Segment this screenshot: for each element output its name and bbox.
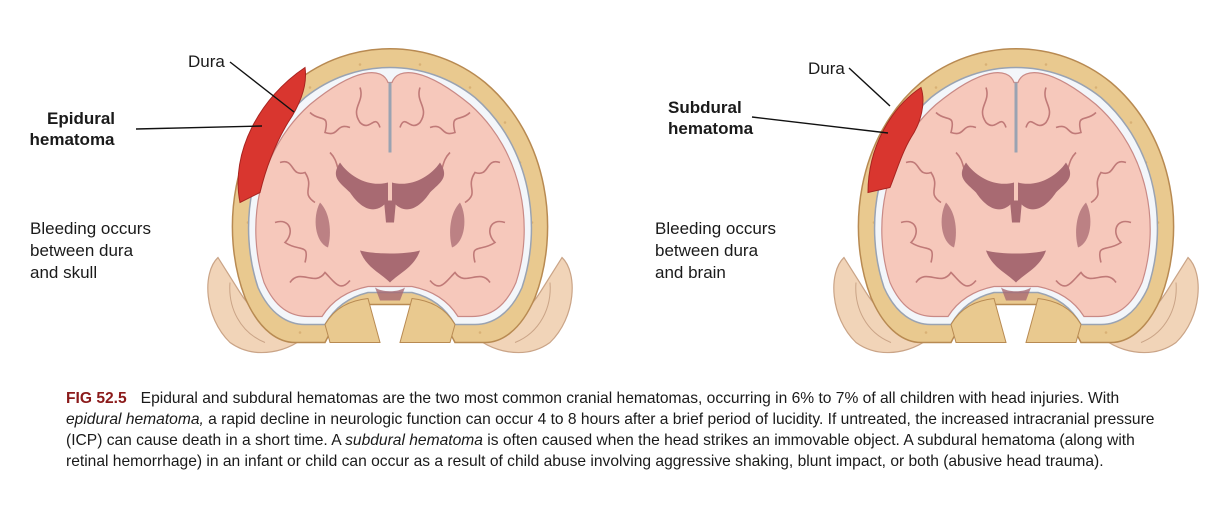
left-desc-line3: and skull	[30, 263, 98, 282]
right-dura-label: Dura	[808, 59, 845, 78]
subdural-hematoma-label: Subdural hematoma	[668, 97, 753, 139]
caption-text-2: a rapid decline in neurologic function c…	[66, 411, 1155, 449]
caption-emphasis-subdural: subdural hematoma	[345, 432, 483, 449]
subdural-brain-illustration	[826, 40, 1206, 365]
subdural-hematoma-region	[867, 86, 924, 194]
caption-text-1: Epidural and subdural hematomas are the …	[140, 390, 1120, 407]
epidural-brain-illustration	[200, 40, 580, 365]
figure-caption: FIG 52.5 Epidural and subdural hematomas …	[66, 388, 1176, 472]
caption-emphasis-epidural: epidural hematoma,	[66, 411, 204, 428]
right-desc-line1: Bleeding occurs	[655, 219, 776, 238]
epidural-hematoma-label: Epidural hematoma	[29, 108, 116, 150]
subdural-label-line2: hematoma	[668, 119, 754, 138]
right-desc-line3: and brain	[655, 263, 726, 282]
caption-text-3: is often caused when the head strikes an…	[66, 432, 1135, 470]
left-dura-label: Dura	[188, 52, 225, 71]
left-desc-line2: between dura	[30, 241, 134, 260]
left-description: Bleeding occurs between dura and skull	[30, 218, 151, 284]
figure-number: FIG 52.5	[66, 390, 127, 407]
subdural-label-line1: Subdural	[668, 98, 742, 117]
right-desc-line2: between dura	[655, 241, 759, 260]
epidural-hematoma-region	[237, 66, 307, 204]
right-description: Bleeding occurs between dura and brain	[655, 218, 776, 284]
epidural-label-line1: Epidural	[47, 109, 116, 128]
epidural-label-line2: hematoma	[29, 130, 115, 149]
left-desc-line1: Bleeding occurs	[30, 219, 151, 238]
